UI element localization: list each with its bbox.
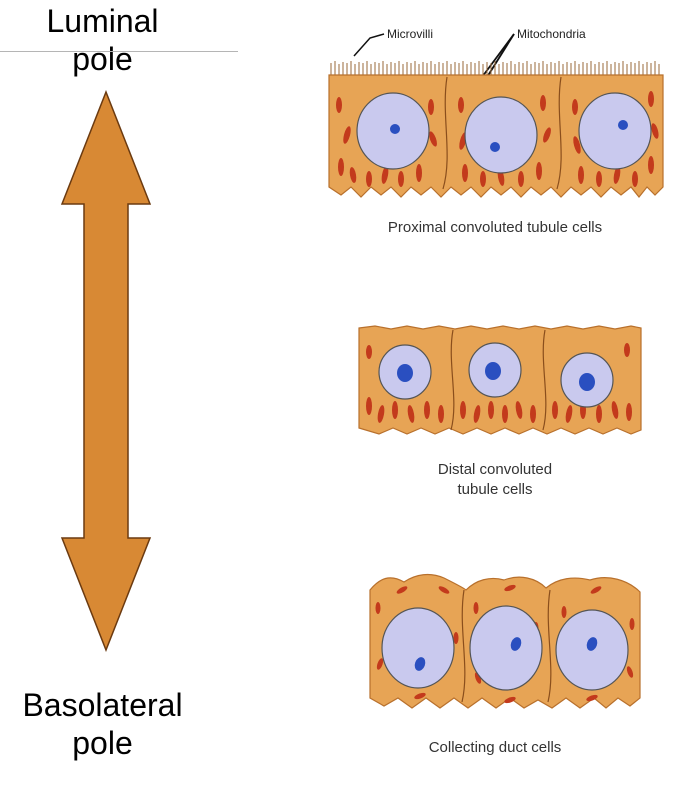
collecting-cell-border-1 (461, 589, 466, 703)
distal-cell-border-2 (542, 329, 547, 431)
collecting-duct-cells (369, 573, 641, 709)
nucleolus-2 (510, 637, 522, 651)
nucleus-1 (381, 607, 455, 689)
microvilli-leader-line (353, 33, 385, 57)
distal-caption-line2: tubule cells (457, 481, 533, 498)
distal-caption-line1: Distal convoluted (437, 461, 553, 478)
collecting-nuclei (381, 605, 629, 691)
nucleolus-2 (490, 142, 500, 152)
proximal-mitochondria (336, 91, 659, 187)
nucleolus-3 (579, 373, 595, 391)
basolateral-pole-line2: pole (72, 725, 133, 761)
basolateral-pole-line1: Basolateral (22, 687, 183, 723)
proximal-caption: Proximal convoluted tubule cells (387, 219, 603, 236)
distal-nuclei (378, 342, 614, 408)
mitochondria-label: Mitochondria (517, 27, 586, 41)
nucleolus-1 (397, 364, 413, 382)
double-headed-arrow (60, 90, 152, 652)
divider-line (0, 51, 238, 52)
distal-caption: Distal convoluted tubule cells (380, 460, 610, 500)
proximal-tubule-cells (328, 61, 664, 198)
nucleus-3 (578, 92, 652, 170)
nucleolus-3 (586, 637, 598, 651)
nucleolus-1 (414, 657, 426, 671)
nucleus-2 (464, 96, 538, 174)
proximal-cell-border-2 (556, 76, 562, 190)
microvilli-label: Microvilli (387, 27, 433, 41)
microvilli-brush-border (330, 61, 660, 77)
distal-tubule-cells (358, 325, 642, 435)
luminal-pole-line2: pole (72, 41, 133, 77)
nucleolus-3 (618, 120, 628, 130)
luminal-pole-label: Luminal pole (0, 2, 205, 78)
distal-cell-border-1 (450, 329, 455, 431)
double-arrow-shape (60, 90, 152, 652)
proximal-nuclei (356, 92, 652, 174)
nucleolus-2 (485, 362, 501, 380)
proximal-cell-border-1 (442, 76, 448, 190)
collecting-caption: Collecting duct cells (428, 739, 562, 756)
nucleolus-1 (390, 124, 400, 134)
collecting-cell-border-2 (547, 589, 552, 703)
basolateral-pole-label: Basolateral pole (0, 686, 205, 762)
luminal-pole-line1: Luminal (46, 3, 159, 39)
nucleus-2 (469, 605, 543, 691)
distal-mitochondria (366, 343, 632, 423)
